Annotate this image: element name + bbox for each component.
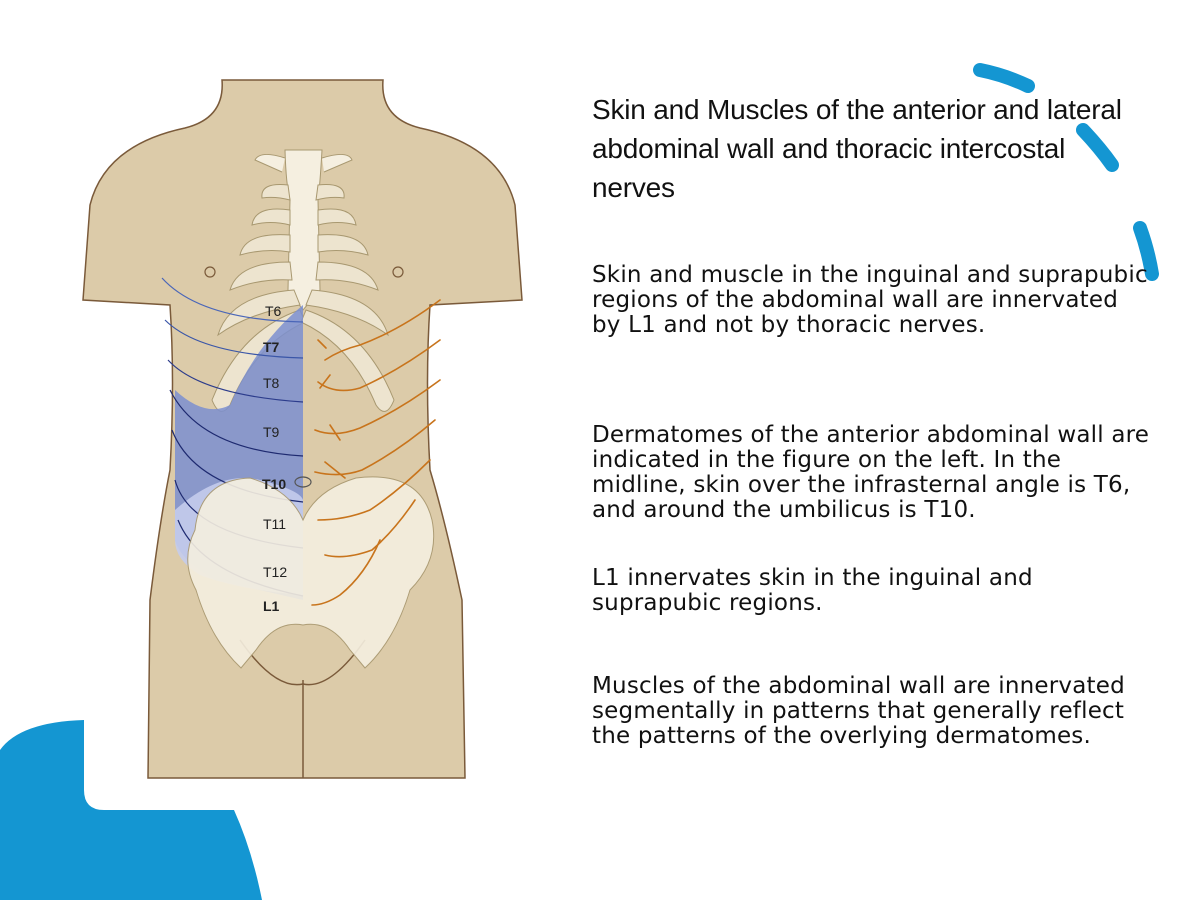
left-nipple-icon: [204, 266, 216, 278]
paragraph-l1: L1 innervates skin in the inguinal and s…: [592, 565, 1033, 616]
right-ribs: [300, 184, 395, 412]
label-t11: T11: [263, 516, 286, 532]
intercostal-nerves: [311, 299, 441, 606]
label-l1: L1: [263, 598, 280, 614]
label-t8: T8: [263, 375, 280, 391]
pelvis: [187, 476, 435, 669]
paragraph-muscles: Muscles of the abdominal wall are innerv…: [592, 673, 1125, 749]
accent-arc-1: [973, 63, 1035, 93]
dermatome-lines: [161, 277, 304, 597]
paragraph-dermatomes: Dermatomes of the anterior abdominal wal…: [592, 422, 1150, 523]
label-t7: T7: [263, 339, 280, 355]
label-t6: T6: [265, 303, 282, 319]
label-t12: T12: [263, 564, 287, 580]
label-t10: T10: [262, 476, 286, 492]
slide-title: Skin and Muscles of the anterior and lat…: [592, 94, 1122, 203]
label-t9: T9: [263, 424, 280, 440]
right-nipple-icon: [392, 266, 404, 278]
umbilicus-icon: [294, 476, 312, 488]
groin-line: [239, 639, 366, 686]
abdominal-dermatome-figure: T6 T7 T8 T9 T10 T11 T12 L1: [82, 79, 523, 779]
sternum: [284, 149, 323, 311]
right-clavicle: [321, 154, 353, 173]
left-clavicle: [254, 154, 286, 173]
paragraph-inguinal: Skin and muscle in the inguinal and supr…: [592, 262, 1148, 338]
